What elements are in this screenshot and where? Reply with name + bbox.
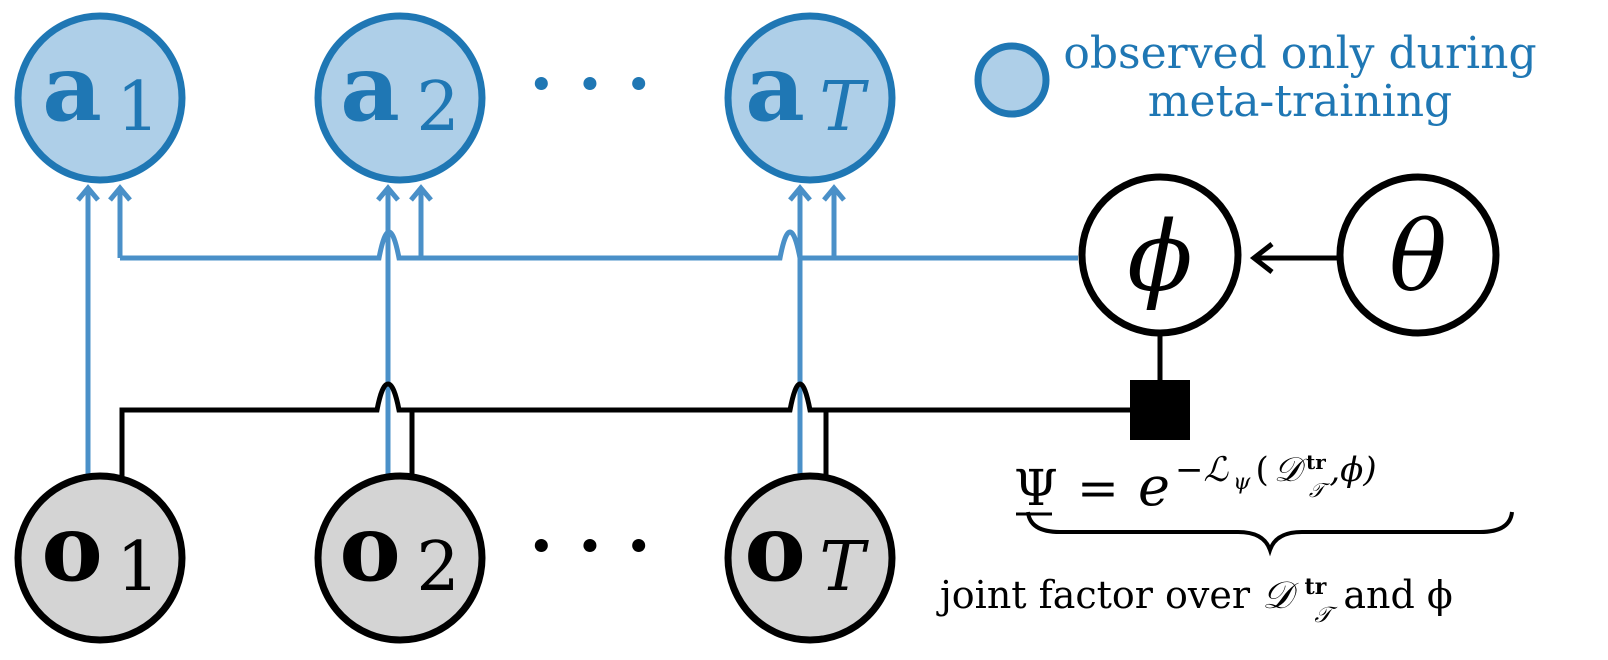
observation-to-action-edges <box>76 184 812 484</box>
factor-D-sub: 𝒯 <box>1309 478 1331 502</box>
phi-to-actions-edges <box>108 184 1078 261</box>
factor-square <box>1130 380 1190 440</box>
node-a2: a 2 <box>314 12 486 184</box>
observation-ellipsis: · · · <box>529 504 651 587</box>
node-theta: θ <box>1336 173 1500 337</box>
arrowhead-oT-aT <box>788 184 812 202</box>
node-oT-sub: T <box>819 528 869 607</box>
factor-formula: Ψ = e −ℒ ψ ( 𝒟 tr 𝒯 ,ϕ) <box>1014 450 1377 518</box>
factor-bus <box>119 381 1130 488</box>
arrowhead-theta-phi <box>1249 242 1274 274</box>
node-a1-base: a <box>42 34 102 142</box>
factor-wiring <box>119 320 1163 488</box>
node-oT: o T <box>724 472 896 644</box>
node-aT-sub: T <box>819 68 869 147</box>
arrowhead-o2-a2 <box>376 184 400 202</box>
node-aT-base: a <box>745 34 805 142</box>
factor-caption: joint factor over 𝒟 tr 𝒯 and ϕ <box>936 559 1453 631</box>
node-o2-sub: 2 <box>416 528 459 607</box>
node-o2: o 2 <box>314 472 486 644</box>
factor-D: 𝒟 <box>1274 450 1307 490</box>
node-theta-label: θ <box>1389 201 1447 313</box>
factor-brace <box>1026 511 1514 557</box>
arrowhead-phi-aT <box>822 184 846 202</box>
arrowhead-o1-a1 <box>76 184 100 202</box>
node-phi-label: ϕ <box>1127 201 1192 313</box>
node-oT-base: o <box>744 494 805 602</box>
node-o1: o 1 <box>14 472 186 644</box>
caption-D: 𝒟 <box>1262 573 1299 617</box>
caption-pre: joint factor over <box>936 573 1262 617</box>
legend-marker <box>974 42 1050 118</box>
node-a1-sub: 1 <box>116 68 159 147</box>
action-ellipsis: · · · <box>529 42 651 125</box>
factor-exponent: −ℒ <box>1175 450 1229 490</box>
factor-arg-open: ( <box>1255 450 1268 490</box>
node-a2-sub: 2 <box>416 68 459 147</box>
caption-D-sub: 𝒯 <box>1314 603 1338 628</box>
factor-equals: = <box>1077 459 1119 517</box>
factor-exp-sub: ψ <box>1233 470 1251 495</box>
legend: observed only during meta-training <box>974 28 1537 127</box>
node-o1-base: o <box>41 494 102 602</box>
node-aT: a T <box>724 12 896 184</box>
phi-action-bus <box>120 229 1078 261</box>
legend-line-1: observed only during <box>1063 28 1536 79</box>
node-a1: a 1 <box>14 12 186 184</box>
theta-to-phi-edge <box>1249 242 1338 274</box>
node-o2-base: o <box>339 494 400 602</box>
caption-D-sup: tr <box>1305 574 1327 600</box>
factor-arg-rest: ,ϕ) <box>1329 450 1376 490</box>
node-a2-base: a <box>340 34 400 142</box>
node-o1-sub: 1 <box>116 528 159 607</box>
factor-e: e <box>1138 455 1170 518</box>
caption-post: and ϕ <box>1343 573 1452 617</box>
factor-equation: Ψ = e −ℒ ψ ( 𝒟 tr 𝒯 ,ϕ) joint factor ove… <box>936 450 1514 631</box>
arrowhead-phi-a2 <box>409 184 433 202</box>
legend-line-2: meta-training <box>1148 76 1452 127</box>
node-phi: ϕ <box>1078 173 1242 337</box>
factor-D-sup: tr <box>1306 450 1326 474</box>
arrowhead-phi-a1 <box>108 184 132 202</box>
factor-psi: Ψ <box>1014 459 1058 517</box>
